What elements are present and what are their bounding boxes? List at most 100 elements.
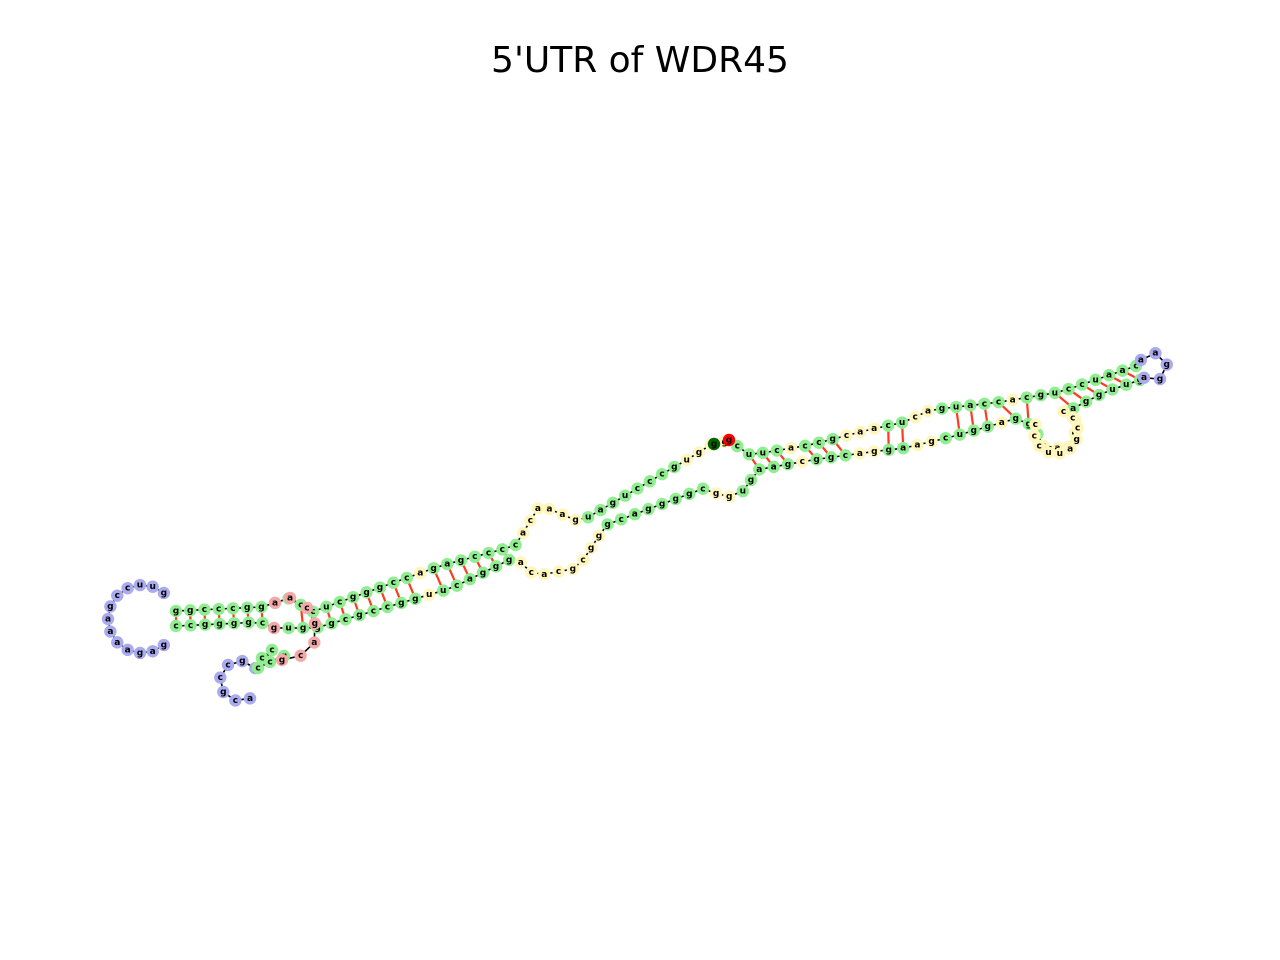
upper-nt-31: g [569,513,582,527]
svg-text:g: g [480,568,486,578]
svg-text:g: g [1083,397,1089,407]
lower-nt-18: u [423,588,436,601]
svg-text:g: g [430,564,436,574]
upper-nt-14: g [360,586,373,599]
svg-text:u: u [760,448,766,458]
upper-nt-23: c [482,546,495,560]
svg-text:g: g [231,619,237,629]
svg-text:c: c [659,470,664,480]
svg-text:c: c [1079,380,1084,390]
lower-nt-47: g [781,458,795,471]
lower-nt-23: g [489,560,503,573]
upper-nt-1: g [184,604,197,617]
svg-text:g: g [244,603,250,613]
svg-text:g: g [748,475,754,485]
svg-text:c: c [528,516,533,526]
left-hairpin-nt-3: c [121,581,134,595]
svg-text:u: u [137,581,143,591]
small-hairpin-nt-6: a [243,692,257,705]
svg-text:g: g [785,460,791,470]
svg-text:c: c [1033,420,1038,430]
svg-text:g: g [377,583,383,593]
lower-nt-25: a [514,556,527,569]
svg-text:g: g [398,598,404,608]
svg-text:c: c [216,605,221,615]
svg-text:a: a [1152,349,1158,359]
upper-nt-61: a [964,399,977,412]
small-hairpin-nt-3: c [214,671,227,684]
svg-text:c: c [996,398,1001,408]
lower-loop-nt-1: c [1066,411,1080,425]
svg-text:c: c [529,568,534,578]
svg-text:c: c [472,552,477,562]
lower-nt-55: a [897,442,910,455]
upper-nt-26: a [516,526,530,540]
upper-nt-70: u [1089,373,1102,387]
svg-text:a: a [900,444,906,454]
svg-text:c: c [943,434,948,444]
lower-nt-44: g [744,473,758,487]
lower-nt-13: g [353,609,366,622]
svg-text:a: a [518,558,524,568]
svg-text:g: g [726,492,732,502]
svg-text:c: c [1024,393,1029,403]
svg-text:g: g [570,564,576,574]
svg-text:c: c [1036,442,1041,452]
right-hairpin-nt-2: g [1160,358,1173,371]
svg-text:a: a [444,560,450,570]
svg-text:g: g [173,607,179,617]
svg-text:c: c [1133,362,1138,372]
svg-text:c: c [774,446,779,456]
svg-text:a: a [999,418,1005,428]
svg-text:c: c [486,549,491,559]
svg-text:g: g [328,619,334,629]
lower-nt-14: c [367,604,380,618]
upper-nt-50: c [812,436,826,449]
upper-nt-46: u [756,446,770,460]
lower-nt-45: a [753,463,766,476]
upper-nt-38: c [655,467,669,481]
svg-text:g: g [216,619,222,629]
lower-nt-73: g [1092,388,1106,402]
upper-nt-29: a [543,502,556,516]
lower-loop-nt-9: c [1029,418,1042,431]
upper-nt-34: g [606,496,620,510]
multiloop-nt-0: a [283,591,297,605]
nucleotides: ggcccggaaccucgggccagagccccacaaaguagucccg… [101,347,1173,707]
lower-nt-0: c [169,619,183,633]
svg-text:g: g [412,594,418,604]
svg-text:u: u [1045,448,1051,458]
lower-nt-15: c [381,600,394,614]
branch-stem-nt-3: c [263,655,277,669]
svg-text:a: a [467,575,473,585]
svg-text:u: u [746,450,752,460]
svg-text:c: c [202,605,207,615]
svg-text:c: c [912,413,917,423]
upper-nt-5: g [240,601,254,614]
svg-text:a: a [1119,366,1125,376]
svg-text:c: c [556,567,561,577]
upper-nt-32: u [581,511,595,524]
svg-text:c: c [298,651,303,661]
lower-loop-nt-4: a [1063,442,1077,456]
small-hairpin-nt-4: g [217,685,230,699]
lower-loop-nt-3: g [1070,433,1083,446]
svg-text:g: g [711,440,717,450]
svg-text:g: g [187,606,193,616]
svg-text:u: u [953,403,959,413]
svg-text:c: c [1061,407,1066,417]
multiloop-nt-2: g [308,617,322,630]
svg-text:g: g [493,562,499,572]
svg-text:c: c [513,541,518,551]
lower-nt-63: g [1009,412,1022,425]
upper-nt-39: g [668,460,681,474]
lower-nt-29: g [566,562,580,576]
lower-nt-43: u [736,484,750,498]
lower-nt-4: g [227,617,241,630]
svg-text:c: c [218,673,223,683]
svg-text:a: a [105,615,111,625]
lower-nt-54: g [882,443,895,457]
lower-nt-20: c [450,579,464,592]
upper-nt-20: a [441,557,454,571]
lower-nt-56: a [911,438,924,452]
